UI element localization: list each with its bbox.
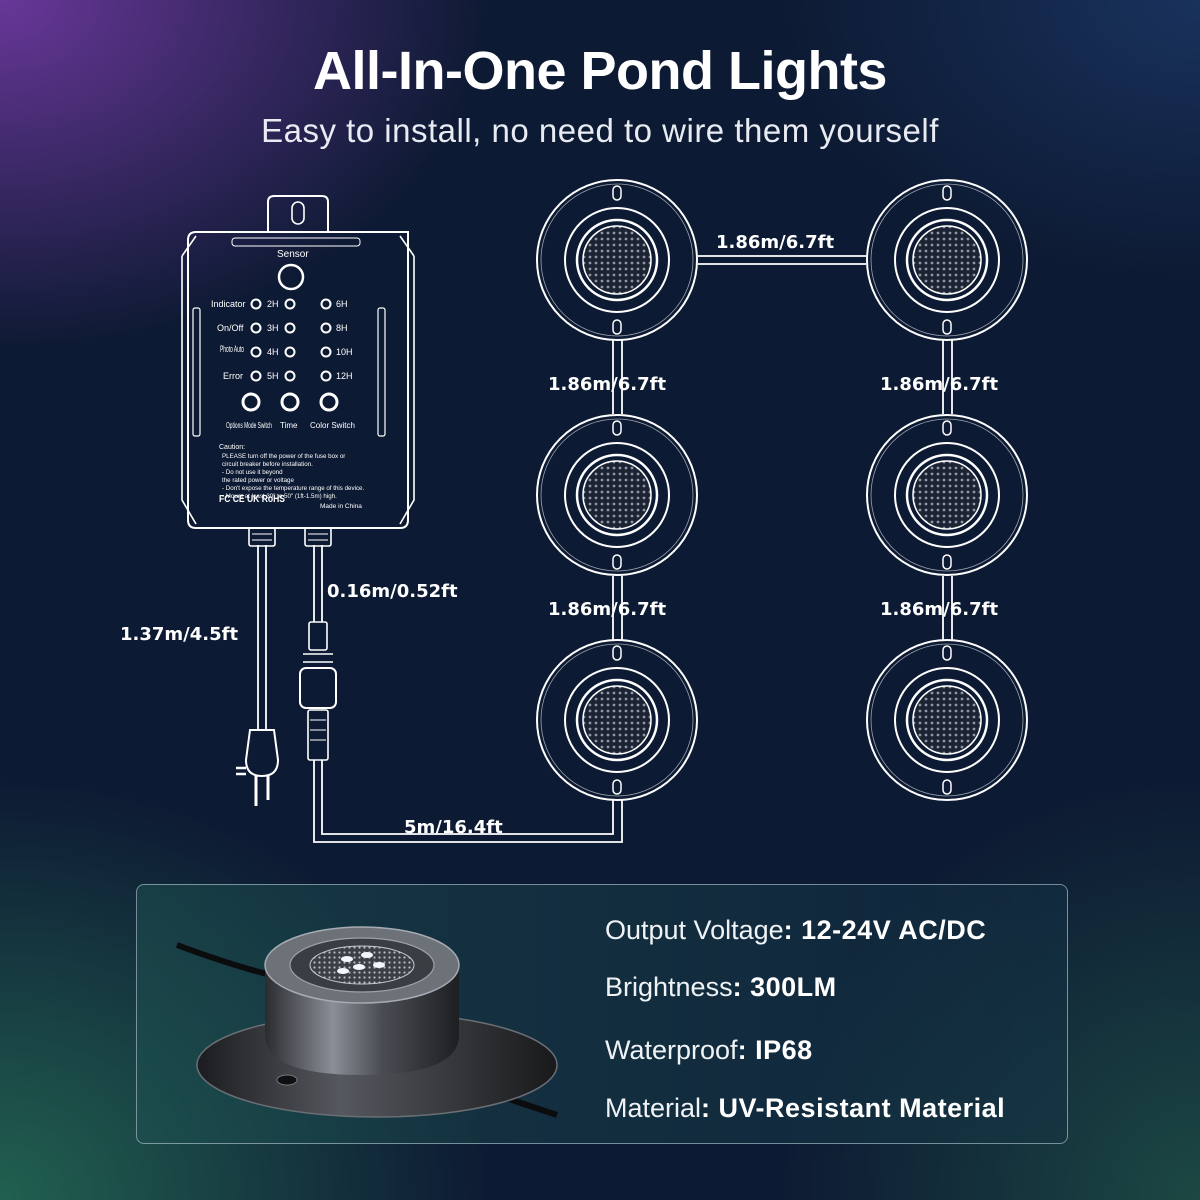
timer-4h-label: 4H <box>267 347 279 357</box>
spec-panel: Output Voltage: 12-24V AC/DC Brightness:… <box>136 884 1068 1144</box>
cable-lines <box>257 255 953 843</box>
timer-6h-label: 6H <box>336 299 348 309</box>
spec-brightness: Brightness: 300LM <box>605 972 837 1002</box>
wiring-diagram: 1.86m/6.7ft 1.86m/6.7ft 1.86m/6.7ft 1.86… <box>120 178 1029 843</box>
pond-light-5 <box>535 638 699 802</box>
svg-text:PLEASE turn off the power of t: PLEASE turn off the power of the fuse bo… <box>222 453 345 460</box>
label-lead-cable: 0.16m/0.52ft <box>327 581 458 602</box>
label-extension-cable: 5m/16.4ft <box>404 817 503 838</box>
svg-text:circuit breaker before install: circuit breaker before installation. <box>222 461 313 468</box>
spec-output-voltage: Output Voltage: 12-24V AC/DC <box>605 915 987 945</box>
pond-light-6 <box>865 638 1029 802</box>
label-spacing-left-2: 1.86m/6.7ft <box>548 599 666 620</box>
caution-text: PLEASE turn off the power of the fuse bo… <box>222 453 364 500</box>
page-title: All-In-One Pond Lights <box>313 41 887 101</box>
svg-text:- Do not use it beyond: - Do not use it beyond <box>222 469 283 476</box>
timer-10h-label: 10H <box>336 347 353 357</box>
caution-title: Caution: <box>219 444 245 451</box>
timer-5h-label: 5H <box>267 371 279 381</box>
cert-marks: FC CE UK RoHS <box>219 494 285 505</box>
row-label-error: Error <box>223 371 243 381</box>
timer-2h-label: 2H <box>267 299 279 309</box>
spec-waterproof: Waterproof: IP68 <box>605 1035 813 1065</box>
spec-material: Material: UV-Resistant Material <box>605 1093 1006 1123</box>
pond-light-3 <box>535 413 699 577</box>
svg-text:- Don't expose the temperature: - Don't expose the temperature range of … <box>222 485 364 492</box>
row-label-photo-auto: Photo Auto <box>220 344 244 354</box>
controller-box <box>181 195 415 806</box>
button-label-mode: Options Mode Switch <box>226 421 272 430</box>
label-power-cord: 1.37m/4.5ft <box>120 624 238 645</box>
page-subtitle: Easy to install, no need to wire them yo… <box>261 112 939 149</box>
label-spacing-right-2: 1.86m/6.7ft <box>880 599 998 620</box>
timer-12h-label: 12H <box>336 371 353 381</box>
pond-light-2 <box>865 178 1029 342</box>
timer-3h-label: 3H <box>267 323 279 333</box>
sensor-label: Sensor <box>277 249 309 260</box>
timer-8h-label: 8H <box>336 323 348 333</box>
pond-light-1 <box>535 178 699 342</box>
label-spacing-left-1: 1.86m/6.7ft <box>548 374 666 395</box>
svg-text:the rated power or voltage: the rated power or voltage <box>222 477 294 484</box>
pond-light-4 <box>865 413 1029 577</box>
label-spacing-top: 1.86m/6.7ft <box>716 232 834 253</box>
button-label-time: Time <box>280 421 298 430</box>
made-in-label: Made in China <box>320 503 362 510</box>
pond-light-product-image <box>175 926 558 1118</box>
spec-material-value: UV-Resistant Material <box>718 1093 1006 1123</box>
svg-text:- Mount at least 30" to 50" (1: - Mount at least 30" to 50" (1ft-1.5m) h… <box>222 493 337 500</box>
row-label-indicator: Indicator <box>211 299 246 309</box>
spec-output-voltage-value: 12-24V AC/DC <box>801 915 987 945</box>
row-label-onoff: On/Off <box>217 323 244 333</box>
spec-waterproof-value: IP68 <box>755 1035 813 1065</box>
spec-brightness-value: 300LM <box>750 972 837 1002</box>
button-label-color: Color Switch <box>310 421 355 430</box>
label-spacing-right-1: 1.86m/6.7ft <box>880 374 998 395</box>
